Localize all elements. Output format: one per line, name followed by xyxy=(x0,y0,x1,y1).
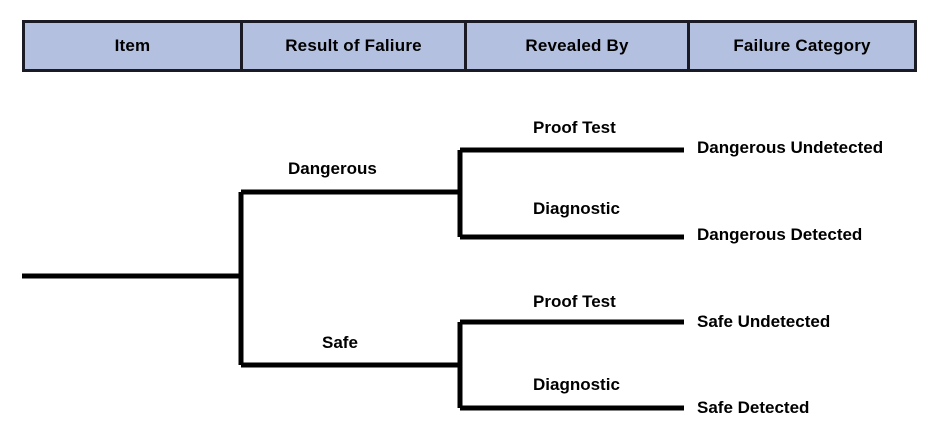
column-header-table: Item Result of Faliure Revealed By Failu… xyxy=(22,20,917,72)
tree-label-dangerous: Dangerous xyxy=(288,159,377,178)
tree-leaf-dangerous-undetected: Dangerous Undetected xyxy=(697,138,884,157)
column-header-failure-category: Failure Category xyxy=(690,23,914,69)
tree-label-proof-test-dangerous: Proof Test xyxy=(533,118,616,137)
tree-label-diagnostic-dangerous: Diagnostic xyxy=(533,199,620,218)
column-header-item: Item xyxy=(25,23,243,69)
column-header-result-of-failure: Result of Faliure xyxy=(243,23,467,69)
tree-leaf-safe-detected: Safe Detected xyxy=(697,398,810,417)
tree-leaf-safe-undetected: Safe Undetected xyxy=(697,312,831,331)
tree-leaf-dangerous-detected: Dangerous Detected xyxy=(697,225,863,244)
tree-label-proof-test-safe: Proof Test xyxy=(533,292,616,311)
tree-label-diagnostic-safe: Diagnostic xyxy=(533,375,620,394)
tree-label-safe: Safe xyxy=(322,333,358,352)
column-header-revealed-by: Revealed By xyxy=(467,23,690,69)
